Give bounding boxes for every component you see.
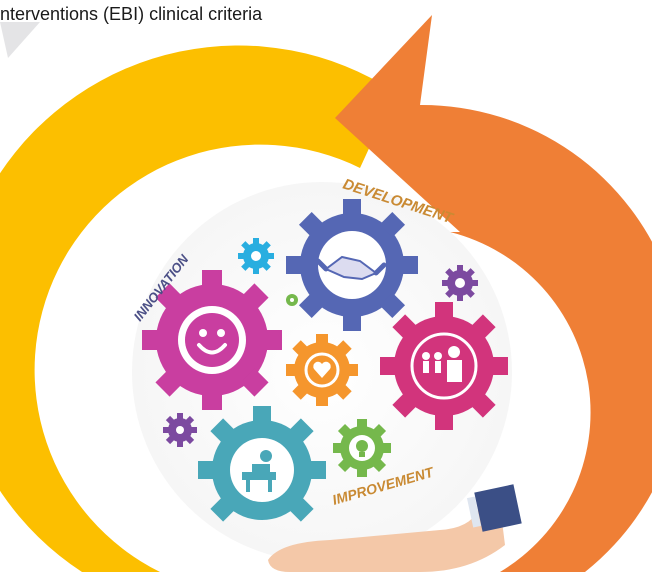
innovation-gear [142,270,282,410]
grey-swoosh [0,22,40,58]
medical-gear [198,406,326,522]
heart-gear [286,334,358,406]
team-gear [380,302,508,430]
development-gear [286,199,418,331]
yellow-cycle-arc [0,45,395,572]
small-purple-gear-right [442,265,478,301]
hand-illustration [268,484,522,572]
orange-cycle-arc [335,15,652,572]
heading-text: nterventions (EBI) clinical criteria [0,4,263,24]
improvement-gear [333,419,391,477]
small-purple-gear-left [163,413,197,447]
small-green-gear [286,294,298,306]
small-cyan-gear [238,238,274,274]
